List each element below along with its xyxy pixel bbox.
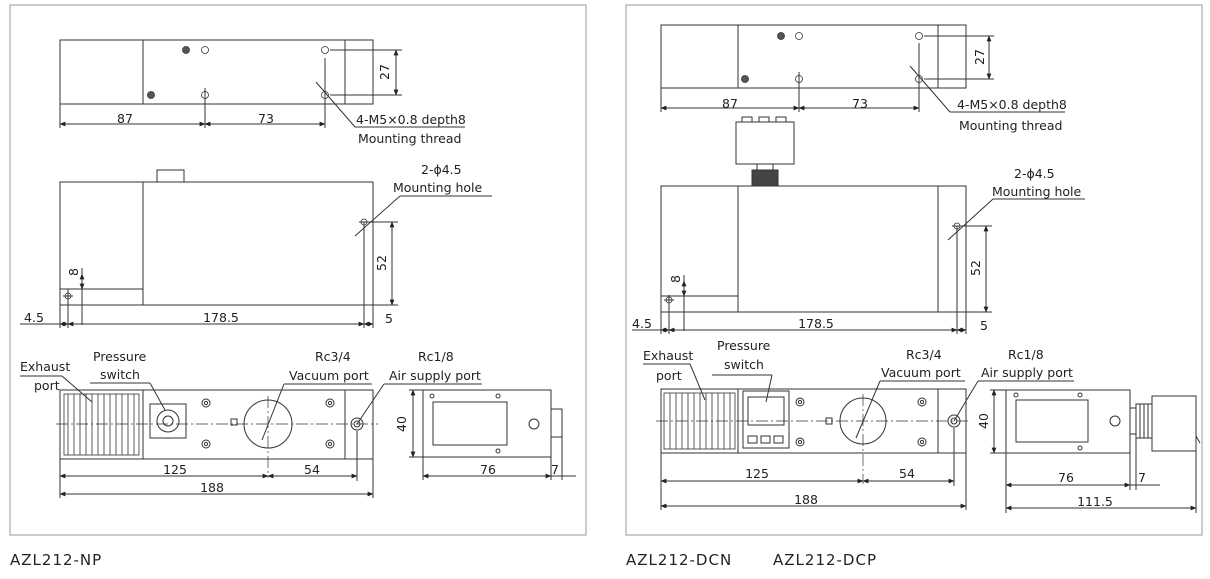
left-panel: 87 73 27 4-M5×0.8 depth8 Mounting thread — [9, 4, 587, 536]
dim-8: 8 — [66, 268, 81, 276]
dim-4-5: 4.5 — [632, 316, 652, 331]
right-end-view — [990, 389, 1201, 513]
switch-label-2: switch — [100, 367, 140, 382]
body-outline — [59, 39, 374, 105]
dim-27: 27 — [972, 49, 987, 65]
dim-7: 7 — [551, 462, 559, 477]
dim-178-5: 178.5 — [203, 310, 239, 325]
dim-125: 125 — [745, 466, 769, 481]
dim-5: 5 — [385, 311, 393, 326]
dim-87: 87 — [722, 96, 738, 111]
right-front-view — [643, 363, 1074, 510]
dim-76: 76 — [1058, 470, 1074, 485]
body-outline — [660, 185, 967, 313]
supply-label-1: Rc1/8 — [1008, 347, 1044, 362]
vacuum-label-2: Vacuum port — [289, 368, 369, 383]
switch-label-1: Pressure — [717, 338, 771, 353]
dim-111-5: 111.5 — [1077, 494, 1113, 509]
display-unit — [735, 121, 795, 165]
right-top-view — [660, 24, 1065, 113]
vacuum-label-2: Vacuum port — [881, 365, 961, 380]
right-panel-frame — [625, 4, 1203, 536]
switch-body — [1151, 395, 1197, 452]
vacuum-label-1: Rc3/4 — [315, 349, 351, 364]
thread-label: Mounting thread — [358, 131, 461, 146]
supply-label-2: Air supply port — [981, 365, 1073, 380]
exhaust-grille — [63, 393, 140, 456]
dim-54: 54 — [304, 462, 320, 477]
exhaust-label-1: Exhaust — [643, 348, 693, 363]
dim-188: 188 — [200, 480, 224, 495]
left-side-view — [20, 169, 492, 328]
thread-label: Mounting thread — [959, 118, 1062, 133]
dim-54: 54 — [899, 466, 915, 481]
dim-40: 40 — [394, 416, 409, 432]
switch-label-1: Pressure — [93, 349, 147, 364]
dim-52: 52 — [374, 255, 389, 271]
dim-76: 76 — [480, 462, 496, 477]
end-outline — [1005, 389, 1131, 454]
body-outline — [59, 181, 374, 306]
hole-spec: 2-ϕ4.5 — [421, 162, 462, 177]
end-outline — [422, 389, 552, 458]
thread-spec: 4-M5×0.8 depth8 — [356, 112, 466, 127]
left-panel-frame — [9, 4, 587, 536]
thread-spec: 4-M5×0.8 depth8 — [957, 97, 1067, 112]
body-outline — [660, 24, 967, 89]
pressure-switch-display — [742, 390, 790, 449]
switch-stub — [156, 169, 185, 183]
supply-label-2: Air supply port — [389, 368, 481, 383]
vacuum-label-1: Rc3/4 — [906, 347, 942, 362]
right-panel: 87 73 27 4-M5×0.8 depth8 Mounting thread — [625, 4, 1203, 536]
dim-73: 73 — [852, 96, 868, 111]
dim-178-5: 178.5 — [798, 316, 834, 331]
dim-8: 8 — [668, 275, 683, 283]
left-end-view — [409, 389, 576, 480]
dim-4-5: 4.5 — [24, 310, 44, 325]
dim-87: 87 — [117, 111, 133, 126]
hole-spec: 2-ϕ4.5 — [1014, 166, 1055, 181]
dim-73: 73 — [258, 111, 274, 126]
left-model-caption: AZL212-NP — [10, 551, 103, 569]
dim-125: 125 — [163, 462, 187, 477]
dim-7: 7 — [1138, 470, 1146, 485]
exhaust-label-2: port — [34, 378, 60, 393]
left-top-view — [59, 39, 465, 128]
dim-188: 188 — [794, 492, 818, 507]
exhaust-label-2: port — [656, 368, 682, 383]
exhaust-label-1: Exhaust — [20, 359, 70, 374]
body-outline — [59, 389, 374, 460]
dim-40: 40 — [976, 413, 991, 429]
left-front-view — [20, 375, 482, 498]
dim-5: 5 — [980, 318, 988, 333]
right-model-caption-1: AZL212-DCN — [626, 551, 733, 569]
supply-label-1: Rc1/8 — [418, 349, 454, 364]
right-side-view — [632, 116, 1085, 334]
right-model-caption-2: AZL212-DCP — [773, 551, 878, 569]
hole-label: Mounting hole — [393, 180, 483, 195]
dim-27: 27 — [377, 64, 392, 80]
hole-label: Mounting hole — [992, 184, 1082, 199]
dim-52: 52 — [968, 260, 983, 276]
switch-label-2: switch — [724, 357, 764, 372]
